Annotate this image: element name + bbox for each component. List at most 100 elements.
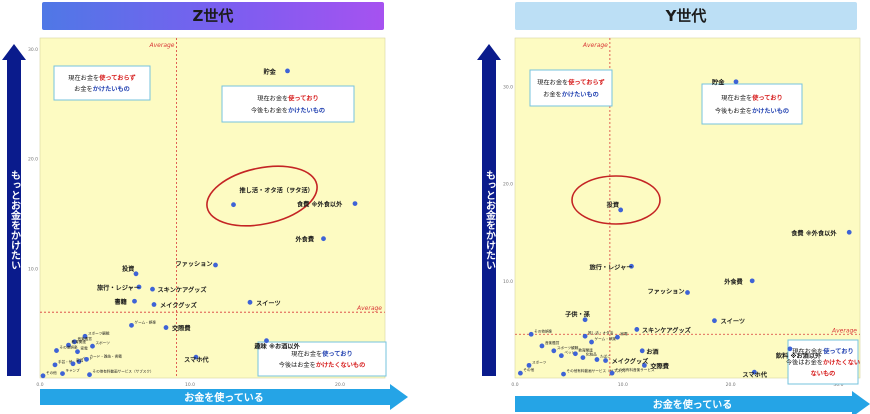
panel-title: Y世代 xyxy=(515,2,857,30)
data-point-label: 交際費 xyxy=(172,325,191,333)
data-point-marker xyxy=(528,331,534,337)
data-point: 教育関連 xyxy=(572,348,593,357)
data-point-marker xyxy=(87,372,92,378)
data-point: 食費 ※外食以外 xyxy=(790,228,852,237)
data-point-label: スポーツ xyxy=(96,340,111,345)
data-point: ペット xyxy=(558,351,576,359)
data-point: キャンプ xyxy=(60,368,80,377)
data-point: 投資 xyxy=(607,201,624,213)
data-point-label: 教育関連 xyxy=(72,339,87,344)
quadrant-note-segment: かけたいもの xyxy=(752,107,789,115)
quadrant-note-segment: 現在お金を xyxy=(721,94,752,102)
quadrant-note-segment: かけたいもの xyxy=(93,85,130,93)
data-point-marker xyxy=(132,298,137,304)
x-tick-label: 0.0 xyxy=(511,382,518,388)
quadrant-note-line: 現在お金を使っており xyxy=(257,95,318,103)
data-point-marker xyxy=(609,370,615,376)
quadrant-note-segment: 使っており xyxy=(321,350,352,358)
data-point-label: たばこ xyxy=(600,354,611,359)
data-point: 外食費 xyxy=(724,278,755,286)
data-point-label: メイクグッズ xyxy=(160,302,198,310)
y-axis-label: もっとお金をかけたい xyxy=(9,170,22,270)
data-point-marker xyxy=(285,68,290,74)
quadrant-note-box xyxy=(221,85,355,123)
data-point: スポーツ観戦 xyxy=(551,345,579,354)
data-point: その他娯楽 xyxy=(54,345,78,353)
quadrant-note-line: 現在お金を使っており xyxy=(721,94,782,102)
data-point-label: ゲーム・娯楽 xyxy=(595,336,617,341)
data-point-marker xyxy=(749,278,755,284)
data-point: スポーツ xyxy=(90,340,111,349)
x-axis-label: お金を使っている xyxy=(653,398,733,411)
x-tick-label: 30.0 xyxy=(833,382,843,388)
y-axis-label: もっとお金をかけたい xyxy=(484,170,497,270)
data-point: その他 xyxy=(40,370,57,379)
data-point: 投資 xyxy=(122,265,139,277)
data-point: その他 xyxy=(517,367,535,376)
y-tick-label: 10.0 xyxy=(503,279,513,285)
data-point: 交際費 xyxy=(163,325,191,333)
quadrant-note-box xyxy=(529,69,613,107)
x-tick-label: 20.0 xyxy=(335,382,345,388)
data-point: メイクグッズ xyxy=(603,358,649,366)
data-point: 外食費 xyxy=(296,236,326,244)
data-point-marker xyxy=(133,271,139,277)
quadrant-note-line: 現在お金を使っておらず xyxy=(68,74,135,82)
quadrant-note-line: 現在お金を使っており xyxy=(291,350,352,358)
x-tick-label: 10.0 xyxy=(618,382,628,388)
data-point-marker xyxy=(517,370,523,376)
quadrant-note-segment: 今後もお金を xyxy=(251,107,288,115)
quadrant-note-segment: かけたくない xyxy=(823,359,860,367)
data-point: 書籍 xyxy=(115,298,137,306)
data-point-marker xyxy=(66,342,71,348)
data-point: その他有料音楽サービス xyxy=(609,367,655,376)
data-point-marker xyxy=(558,353,564,359)
data-point-label: 書籍 xyxy=(115,298,127,306)
quadrant-note-line: お金をかけたいもの xyxy=(74,85,130,93)
data-point-label: 貯金 xyxy=(264,68,277,76)
data-point-label: ゲーム・娯楽 xyxy=(135,319,157,324)
data-point-marker xyxy=(321,236,326,242)
quadrant-note-segment: 使っており xyxy=(751,94,782,102)
data-point-marker xyxy=(712,318,717,324)
y-axis-arrow-shaft xyxy=(7,58,21,376)
data-point-marker xyxy=(264,338,269,344)
quadrant-note-segment: 使っており xyxy=(822,348,853,356)
quadrant-note-segment: 現在お金を xyxy=(537,79,568,87)
data-point-label: その他有料動画サービス（サブスク） xyxy=(567,368,628,373)
data-point-label: その他 xyxy=(46,370,57,375)
data-point-marker xyxy=(641,362,647,368)
quadrant-note-segment: お金を xyxy=(543,91,562,99)
quadrant-note-segment: 現在お金を xyxy=(68,74,99,82)
data-point-label: 交際費 xyxy=(650,362,669,370)
panel-title: Z世代 xyxy=(42,2,384,30)
data-point-label: 貯金 xyxy=(712,79,725,87)
quadrant-note-segment: 現在お金を xyxy=(291,350,322,358)
quadrant-note-segment: ないもの xyxy=(811,370,836,378)
data-point: スポーツ xyxy=(526,359,547,368)
data-point-label: 旅行・レジャー xyxy=(96,284,140,292)
data-point: スイーツ xyxy=(247,299,281,307)
data-point-marker xyxy=(751,369,757,375)
data-point-marker xyxy=(60,371,65,377)
data-point-marker xyxy=(634,327,640,332)
highlight-ellipse xyxy=(206,165,318,227)
data-point: 手芸・他 xyxy=(52,359,73,368)
data-point-marker xyxy=(151,302,157,307)
quadrant-note-segment: かけたいもの xyxy=(288,107,325,115)
data-point-label: 外食費 xyxy=(724,278,743,286)
data-point-label: 化粧品 xyxy=(586,352,597,357)
data-point: 推し活・オタ活（ヲタ活） xyxy=(231,187,314,208)
data-point-marker xyxy=(90,343,95,349)
data-point-label: 投資 xyxy=(607,201,620,209)
quadrant-note-box xyxy=(787,339,859,385)
data-point-marker xyxy=(603,358,608,363)
data-point-label: 外食費 xyxy=(296,236,315,244)
data-point-label: スポーツ xyxy=(532,359,547,364)
data-point-marker xyxy=(615,334,620,340)
data-point-label: スマホ代 xyxy=(742,371,767,379)
